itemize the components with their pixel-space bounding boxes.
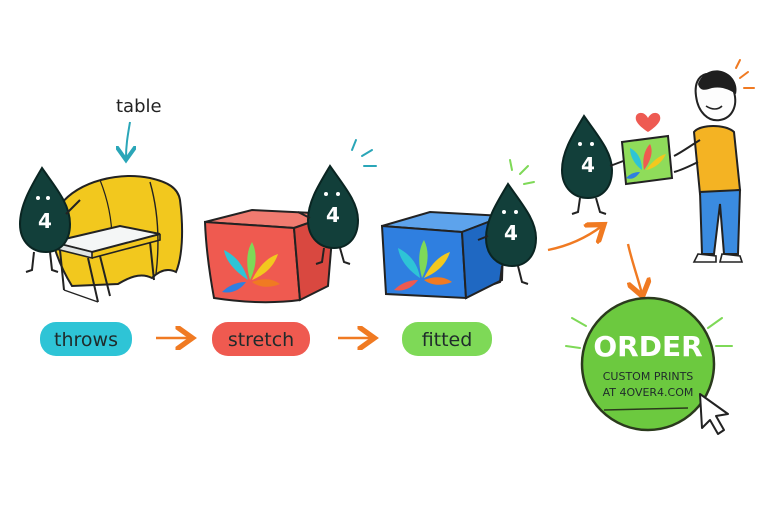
fitted-pill-bg [402,322,492,356]
mascot-number: 4 [581,153,595,177]
handoff-scene: 4 [560,59,755,263]
arrow-to-handoff [547,226,602,252]
mascot-handoff: 4 [560,114,627,215]
mouse-cursor-icon [699,393,729,435]
mascot-stretch: 4 [297,139,377,265]
table-annotation-label: table [116,96,162,117]
order-badge-circle[interactable] [580,296,716,432]
throws-illustration: 4 [18,166,184,303]
stretch-illustration: 4 [203,139,377,304]
throws-label: throws [54,329,118,351]
print-card [620,134,674,186]
fitted-label: fitted [422,329,473,351]
throws-pill-bg [40,322,132,356]
mascot-throws: 4 [18,166,81,273]
table-annotation-arrow [126,121,130,158]
mascot-number: 4 [326,203,340,227]
leaf-logo-blue [394,240,452,291]
order-badge-line2: AT 4OVER4.COM [603,386,694,399]
leaf-logo-red [222,242,280,293]
heart-icon [635,112,661,132]
order-badge[interactable]: ORDER CUSTOM PRINTS AT 4OVER4.COM [565,296,733,435]
step-pill-throws: throws [40,322,132,356]
mascot-fitted: 4 [477,159,538,285]
stretch-pill-bg [212,322,310,356]
person-shirt [692,125,742,196]
table-legs [59,241,155,303]
arrow-to-order [626,243,642,294]
order-badge-title: ORDER [593,330,702,363]
fitted-illustration: 4 [380,159,538,300]
table-annotation: table [116,96,162,158]
order-badge-line1: CUSTOM PRINTS [603,370,694,383]
mascot-number: 4 [38,209,52,233]
person-pants [698,188,742,255]
happy-person [673,59,755,263]
step-pill-stretch: stretch [212,322,310,356]
step-pill-fitted: fitted [402,322,492,356]
mascot-number: 4 [504,221,518,245]
stretch-label: stretch [228,329,294,351]
